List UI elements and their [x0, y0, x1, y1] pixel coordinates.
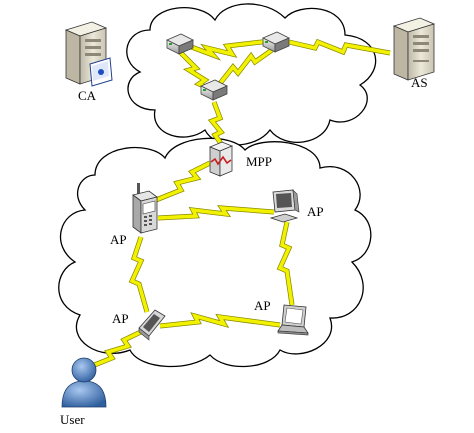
mpp-label: MPP	[246, 154, 273, 169]
lightning-link	[185, 39, 271, 59]
lightning-link	[157, 205, 275, 220]
user-icon	[61, 357, 107, 408]
lightning-link	[159, 313, 281, 328]
certificate-icon	[89, 57, 113, 87]
lightning-link	[277, 221, 294, 306]
laptop-icon	[277, 304, 309, 336]
lightning-link	[86, 328, 146, 370]
ap-phone-label: AP	[110, 232, 127, 247]
router-icon	[262, 31, 290, 53]
desktop-computer-icon	[269, 189, 300, 223]
pda-device-icon	[138, 309, 166, 341]
lightning-link	[288, 39, 391, 55]
router-icon	[166, 33, 194, 55]
lightning-link	[209, 101, 224, 147]
wireless-links	[86, 38, 391, 371]
mpp-gateway-icon	[208, 141, 234, 177]
lightning-link	[155, 161, 211, 202]
mobile-phone-icon	[132, 183, 158, 234]
lightning-link	[216, 48, 274, 88]
ap-desktop-label: AP	[307, 204, 324, 219]
ca-server-icon	[64, 21, 113, 87]
lightning-link	[179, 51, 213, 92]
ap-laptop-label: AP	[254, 298, 271, 313]
ap-pda-label: AP	[112, 311, 129, 326]
as-label: AS	[411, 75, 428, 90]
core-network-cloud	[126, 3, 377, 146]
lightning-link	[129, 236, 149, 313]
user-label: User	[60, 412, 85, 427]
ca-label: CA	[78, 88, 97, 103]
as-server-icon	[392, 17, 436, 81]
router-icon	[200, 79, 228, 101]
